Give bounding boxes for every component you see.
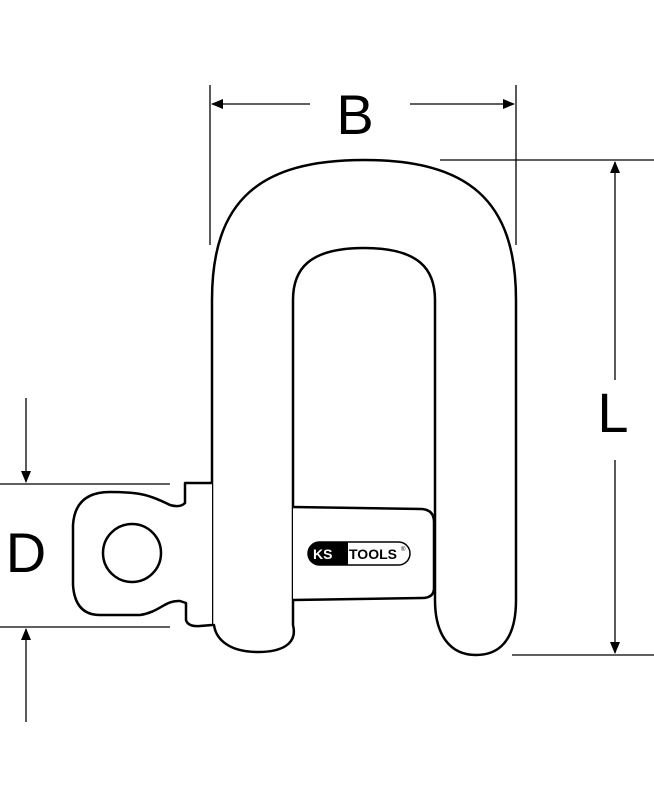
dimension-d [0,398,170,722]
shackle-bow [210,158,518,657]
dimension-b [209,85,517,245]
logo-ks-text: KS [313,546,332,562]
pin-eye-hole [101,522,163,584]
pin-head [71,481,213,628]
ks-tools-logo: KS TOOLS ® [307,541,411,566]
logo-registered: ® [401,546,406,553]
dimension-l-label: L [597,381,628,444]
dimension-l [440,159,654,656]
dimension-b-label: B [336,83,373,146]
logo-tools-text: TOOLS [349,546,397,562]
dimension-d-label: D [6,521,46,584]
